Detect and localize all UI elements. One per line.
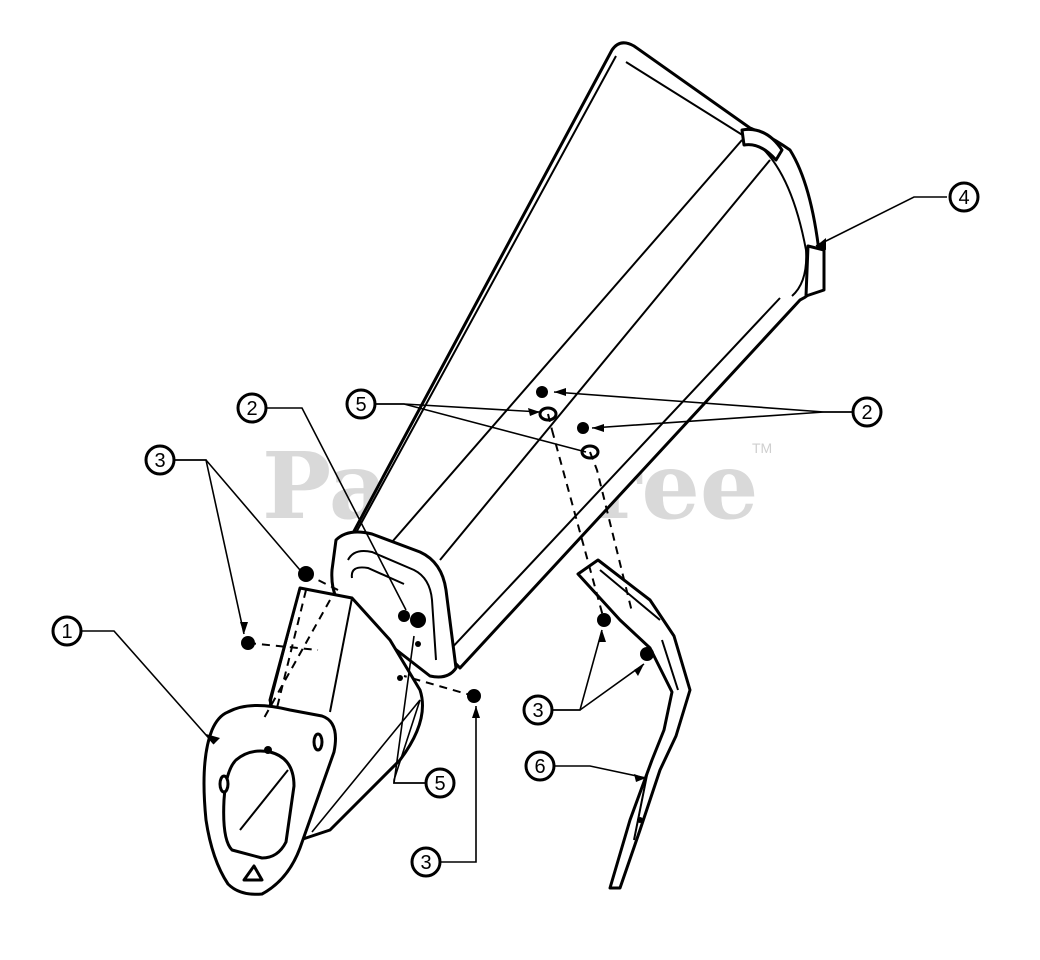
- callout-6-label: 6: [534, 756, 545, 778]
- callout-2b[interactable]: 2: [851, 396, 883, 428]
- callout-4[interactable]: 4: [948, 181, 980, 213]
- callout-5b[interactable]: 5: [424, 767, 456, 799]
- callout-1[interactable]: 1: [51, 615, 83, 647]
- callout-2a-label: 2: [246, 398, 257, 420]
- chute-part[interactable]: [330, 41, 826, 679]
- callout-3c-label: 3: [420, 852, 431, 874]
- callout-2a[interactable]: 2: [236, 392, 268, 424]
- callout-4-label: 4: [958, 187, 969, 209]
- bracket-part[interactable]: [576, 558, 692, 890]
- callout-6[interactable]: 6: [524, 750, 556, 782]
- callout-5b-label: 5: [434, 773, 445, 795]
- assembly-lines: [247, 413, 633, 719]
- callout-3c[interactable]: 3: [410, 846, 442, 878]
- hardware: [241, 386, 654, 703]
- callout-3b[interactable]: 3: [522, 694, 554, 726]
- watermark-trademark: TM: [752, 440, 772, 456]
- callout-3a[interactable]: 3: [144, 444, 176, 476]
- callout-1-label: 1: [61, 621, 72, 643]
- arrowheads: [206, 238, 826, 782]
- chute-base-part[interactable]: [202, 586, 424, 896]
- callout-2b-label: 2: [861, 402, 872, 424]
- leader-lines: [82, 196, 947, 863]
- callout-3a-label: 3: [154, 450, 165, 472]
- callout-5a[interactable]: 5: [345, 388, 377, 420]
- callout-5a-label: 5: [355, 394, 366, 416]
- callout-3b-label: 3: [532, 700, 543, 722]
